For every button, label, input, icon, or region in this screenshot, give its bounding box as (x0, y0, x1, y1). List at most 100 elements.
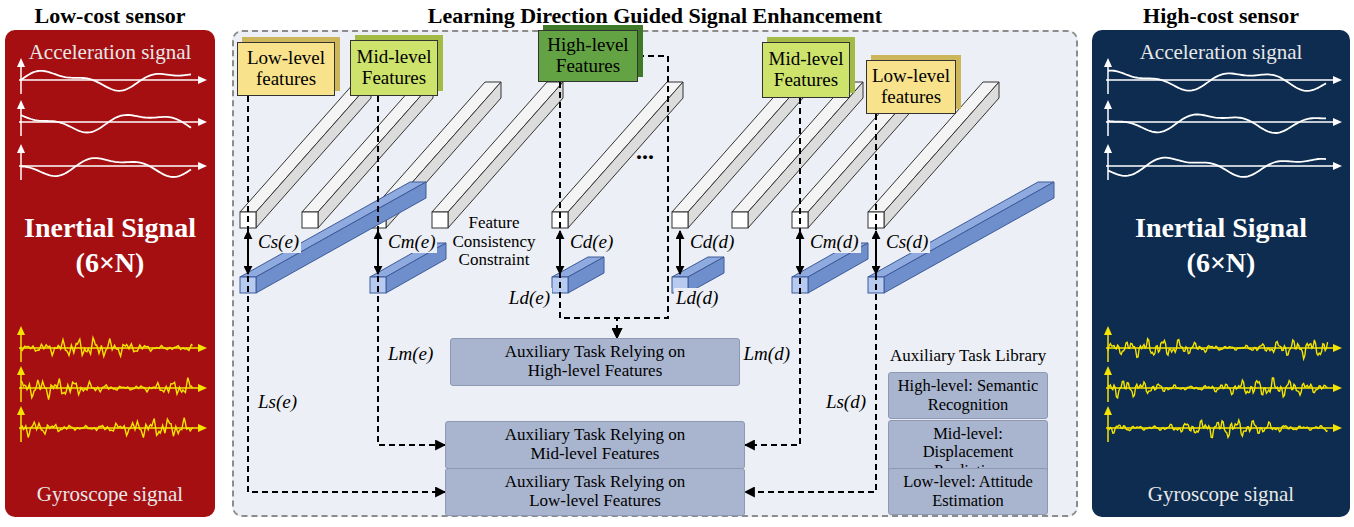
signal-trace (21, 158, 191, 177)
axis-arrowhead (17, 144, 25, 153)
feature-block: Mid-level Features (350, 40, 438, 96)
axis-arrowhead (198, 384, 207, 392)
axis-arrowhead (1104, 58, 1112, 67)
frame-title: Learning Direction Guided Signal Enhance… (234, 3, 1076, 29)
axis-arrowhead (1333, 162, 1342, 170)
sensor-panel: Low-cost sensorAcceleration signalInerti… (5, 30, 215, 517)
signal-caption: Acceleration signal (1092, 40, 1350, 65)
feature-layer (370, 82, 501, 212)
loss-connector (745, 98, 800, 445)
consistency-arrow (679, 231, 681, 274)
axis-arrowhead (198, 344, 207, 352)
signal-caption: Gyroscope signal (1092, 482, 1350, 507)
signal-caption: Gyroscope signal (5, 482, 215, 507)
loss-connector (378, 96, 445, 445)
signal-trace (21, 115, 191, 133)
axis-line (1107, 151, 1109, 180)
axis-arrowhead (17, 406, 25, 415)
feature-block: High-level Features (538, 30, 638, 82)
axis-arrowhead (1104, 406, 1112, 415)
axis-arrowhead (198, 162, 207, 170)
signal-title: Inertial Signal (6×N) (10, 210, 210, 280)
feature-layer (448, 82, 563, 228)
axis-arrowhead (1104, 100, 1112, 109)
signal-caption: Acceleration signal (5, 40, 215, 65)
axis-arrowhead (198, 76, 207, 84)
signal-trace (21, 378, 193, 400)
axis-arrowhead (198, 118, 207, 126)
axis-arrowhead (1333, 384, 1342, 392)
signal-trace (1108, 115, 1326, 133)
constraint-label: Cs(e) (256, 232, 301, 253)
axis-line (20, 413, 22, 442)
axis-arrowhead (1104, 326, 1112, 335)
axis-line (1107, 373, 1109, 402)
box-text: Low-level: Attitude Estimation (893, 473, 1043, 509)
loss-label: Ls(d) (824, 392, 868, 413)
axis-line (1107, 65, 1109, 94)
signal-trace (21, 418, 193, 438)
feature-layer (672, 212, 688, 228)
loss-label: Ld(d) (674, 288, 720, 309)
constraint-label: Cd(d) (688, 232, 736, 253)
axis-arrowhead (1104, 144, 1112, 153)
box-text: Mid-level Features (767, 49, 845, 91)
sensor-panel: High-cost sensorAcceleration signalInert… (1092, 30, 1350, 517)
feature-block: Low-level features (866, 60, 956, 114)
axis-arrowhead (1333, 76, 1342, 84)
box-text: Mid-level Features (355, 47, 433, 89)
box-text: Auxiliary Task Relying on Low-level Feat… (493, 473, 698, 510)
axis-line (1106, 79, 1334, 81)
box-text: High-level: Semantic Recognition (893, 377, 1043, 413)
feature-layer (672, 82, 803, 212)
axis-line (20, 333, 22, 362)
projection-head (568, 257, 604, 293)
box-text: Auxiliary Task Relying on High-level Fea… (493, 343, 698, 380)
signal-trace (21, 338, 193, 357)
feature-layer (302, 212, 318, 228)
constraint-note: Feature Consistency Constraint (452, 214, 536, 270)
signal-trace (1108, 378, 1328, 398)
loss-connector (560, 82, 617, 338)
library-box: High-level: Semantic Recognition (888, 372, 1048, 419)
loss-label: Ld(e) (507, 288, 552, 309)
task-box: Auxiliary Task Relying on Mid-level Feat… (445, 421, 745, 469)
feature-layer (568, 82, 683, 228)
signal-trace (1108, 420, 1328, 437)
panel-heading: Low-cost sensor (5, 3, 215, 29)
axis-arrowhead (1333, 118, 1342, 126)
axis-line (19, 79, 199, 81)
axis-arrowhead (17, 100, 25, 109)
loss-connector (248, 96, 445, 492)
constraint-label: Cm(d) (808, 232, 861, 253)
feature-layer (732, 212, 748, 228)
projection-head (884, 182, 1054, 293)
constraint-label: Cm(e) (386, 232, 437, 253)
signal-trace (1108, 339, 1328, 359)
box-text: Low-level features (242, 48, 330, 90)
axis-arrowhead (1104, 366, 1112, 375)
task-box: Auxiliary Task Relying on High-level Fea… (450, 338, 740, 386)
axis-arrowhead (17, 326, 25, 335)
axis-arrowhead (17, 366, 25, 375)
ellipsis: ... (636, 138, 654, 164)
library-box: Low-level: Attitude Estimation (888, 468, 1048, 515)
axis-arrowhead (198, 424, 207, 432)
constraint-label: Cd(e) (568, 232, 615, 253)
signal-trace (1108, 71, 1326, 91)
projection-head (868, 182, 1054, 277)
axis-line (20, 107, 22, 136)
box-text: High-level Features (543, 35, 633, 77)
loss-connector (617, 56, 668, 338)
axis-line (20, 373, 22, 402)
panel-heading: High-cost sensor (1092, 3, 1350, 29)
library-title: Auxiliary Task Library (890, 347, 1046, 366)
axis-arrowhead (1333, 424, 1342, 432)
loss-label: Lm(e) (386, 344, 435, 365)
axis-line (19, 165, 199, 167)
feature-block: Mid-level Features (762, 42, 850, 98)
axis-arrowhead (17, 58, 25, 67)
box-text: Auxiliary Task Relying on Mid-level Feat… (493, 426, 698, 463)
loss-label: Lm(d) (742, 344, 792, 365)
